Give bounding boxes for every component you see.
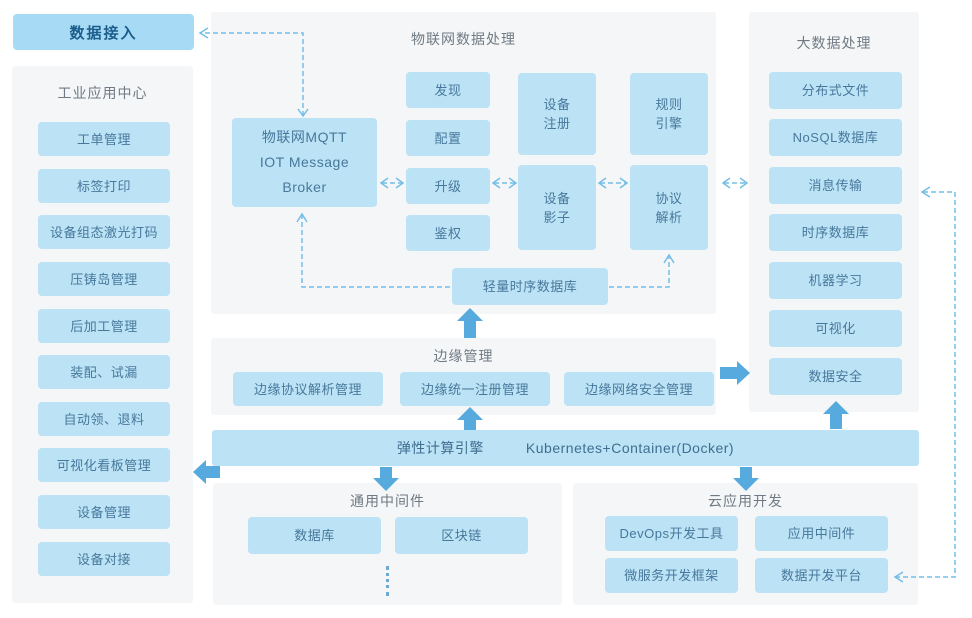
bigdata-item-visualization: 可视化	[769, 310, 902, 347]
industrial-item-laser-marking: 设备组态激光打码	[38, 215, 170, 249]
device-shadow-node: 设备 影子	[518, 165, 596, 250]
bigdata-item-timeseries-db: 时序数据库	[769, 214, 902, 251]
edge-item-network-security-mgmt: 边缘网络安全管理	[564, 372, 714, 406]
bigdata-item-nosql-db: NoSQL数据库	[769, 119, 902, 156]
bigdata-item-messaging: 消息传输	[769, 167, 902, 204]
cloud-title: 云应用开发	[708, 493, 783, 509]
compute-engine-label: 弹性计算引擎	[396, 440, 484, 456]
industrial-item-device-connect: 设备对接	[38, 542, 170, 576]
iot-title: 物联网数据处理	[411, 31, 516, 47]
edge-title: 边缘管理	[433, 348, 494, 364]
industrial-item-die-cast-island: 压铸岛管理	[38, 262, 170, 296]
data-access-label: 数据接入	[69, 24, 138, 42]
middleware-item-database: 数据库	[248, 517, 381, 554]
protocol-parse-node: 协议 解析	[630, 165, 708, 250]
industrial-item-auto-material: 自动领、退料	[38, 402, 170, 436]
edge-item-unified-registry-mgmt: 边缘统一注册管理	[400, 372, 550, 406]
bigdata-item-distributed-file: 分布式文件	[769, 72, 902, 109]
rule-engine-node: 规则 引擎	[630, 73, 708, 155]
iot-func-upgrade: 升级	[406, 168, 490, 204]
mqtt-broker-node: 物联网MQTT IOT Message Broker	[232, 118, 377, 207]
industrial-item-work-order: 工单管理	[38, 122, 170, 156]
compute-platform-label: Kubernetes+Container(Docker)	[525, 440, 735, 456]
more-items-ellipsis-icon	[386, 566, 389, 596]
cloud-item-data-dev-platform: 数据开发平台	[755, 558, 888, 593]
data-access-node: 数据接入	[13, 14, 194, 50]
device-registry-node: 设备 注册	[518, 73, 596, 155]
industrial-item-post-processing: 后加工管理	[38, 309, 170, 343]
industrial-item-assembly-leak-test: 装配、试漏	[38, 355, 170, 389]
cloud-item-app-middleware: 应用中间件	[755, 516, 888, 551]
industrial-item-dashboard-mgmt: 可视化看板管理	[38, 448, 170, 482]
bigdata-item-data-security: 数据安全	[769, 358, 902, 395]
compute-engine-bar: 弹性计算引擎 Kubernetes+Container(Docker)	[212, 430, 919, 466]
industrial-item-label-print: 标签打印	[38, 169, 170, 203]
tsdb-node: 轻量时序数据库	[452, 268, 608, 305]
bigdata-item-machine-learning: 机器学习	[769, 262, 902, 299]
industrial-title: 工业应用中心	[57, 85, 148, 101]
edge-item-protocol-parse-mgmt: 边缘协议解析管理	[233, 372, 383, 406]
iot-func-auth: 鉴权	[406, 215, 490, 251]
industrial-item-device-mgmt: 设备管理	[38, 495, 170, 529]
iot-func-config: 配置	[406, 120, 490, 156]
cloud-item-devops-tools: DevOps开发工具	[605, 516, 738, 551]
bigdata-title: 大数据处理	[796, 35, 872, 51]
middleware-title: 通用中间件	[350, 493, 425, 509]
cloud-item-microservice-framework: 微服务开发框架	[605, 558, 738, 593]
middleware-item-blockchain: 区块链	[395, 517, 528, 554]
iot-func-discovery: 发现	[406, 72, 490, 108]
